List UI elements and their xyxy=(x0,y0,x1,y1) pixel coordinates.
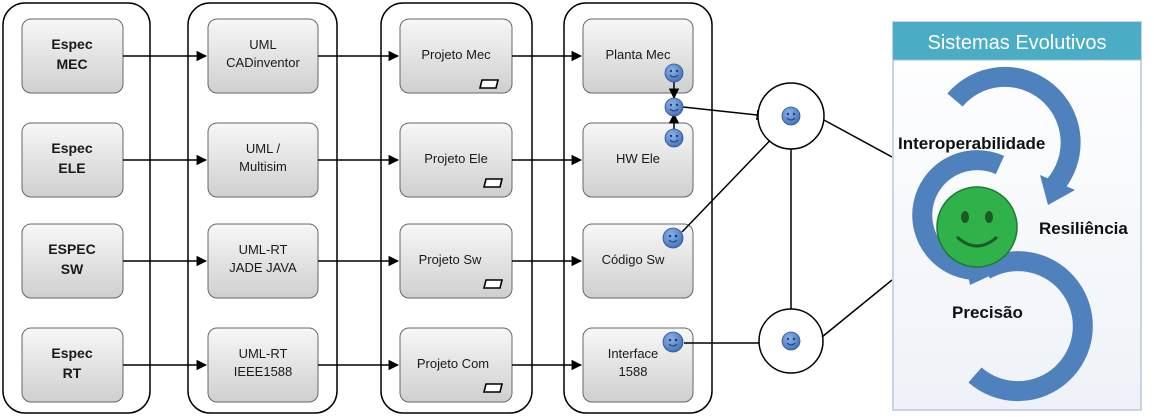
document-icon xyxy=(482,383,504,393)
tool-box-umlrt-ieee: UML-RT IEEE1588 xyxy=(207,327,319,403)
spec-box-line1: Espec xyxy=(51,36,92,52)
tool-box-line1: UML / xyxy=(246,141,281,156)
project-box-sw: Projeto Sw xyxy=(399,223,513,299)
node-bottom xyxy=(758,308,824,374)
ring-arc-bottom xyxy=(968,251,1093,402)
tool-box-line1: UML-RT xyxy=(239,242,288,257)
connector-top xyxy=(823,119,893,158)
smiley-icon xyxy=(664,97,684,117)
smiley-icon xyxy=(662,227,684,249)
tool-boxes: UML CADinventor UML / Multisim UML-RT JA… xyxy=(207,18,319,403)
spec-box-line2: RT xyxy=(63,365,82,381)
document-icon xyxy=(478,79,500,89)
ring-arrowhead-top xyxy=(1040,175,1075,205)
panel-title: Sistemas Evolutivos xyxy=(928,32,1107,54)
spec-box-line1: ESPEC xyxy=(48,241,95,257)
project-box-label: Projeto Mec xyxy=(421,47,491,62)
spec-box-sw: ESPEC SW xyxy=(21,223,124,299)
label-resilience: Resiliência xyxy=(1039,219,1128,238)
smiley-icon xyxy=(664,128,684,148)
spec-box-line2: MEC xyxy=(56,56,87,72)
smiley-icon xyxy=(781,106,801,126)
aggregate-nodes xyxy=(757,82,893,374)
flow-arrows xyxy=(123,50,797,371)
arrow-sw-to-node-top xyxy=(681,126,784,233)
panel-title-bar xyxy=(893,22,1141,60)
spec-box-line2: SW xyxy=(61,261,84,277)
node-top xyxy=(757,82,825,150)
spec-box-line1: Espec xyxy=(51,345,92,361)
tool-box-line2: CADinventor xyxy=(226,55,300,70)
tool-box-line2: JADE JAVA xyxy=(229,260,297,275)
spec-box-line2: ELE xyxy=(58,160,85,176)
project-box-label: Projeto Sw xyxy=(419,252,482,267)
document-icon xyxy=(482,178,504,188)
tool-box-umlrt-jade: UML-RT JADE JAVA xyxy=(207,223,319,299)
spec-box-line1: Espec xyxy=(51,140,92,156)
ring-arc-middle xyxy=(912,150,1005,281)
tool-box-line2: Multisim xyxy=(239,159,287,174)
spec-box-rt: Espec RT xyxy=(21,327,124,403)
project-box-com: Projeto Com xyxy=(399,327,513,403)
output-box-line2: 1588 xyxy=(619,364,648,379)
project-box-label: Projeto Com xyxy=(417,356,489,371)
document-icon xyxy=(482,279,504,289)
column-projects xyxy=(380,2,533,414)
connector-bottom xyxy=(821,279,893,338)
project-box-ele: Projeto Ele xyxy=(399,122,513,198)
arrow-link-to-node-top xyxy=(682,106,768,121)
column-tools xyxy=(187,2,338,414)
smileys xyxy=(662,63,684,353)
smiley-icon xyxy=(662,331,684,353)
column-containers xyxy=(2,2,713,414)
ring-arc-top xyxy=(947,66,1081,192)
tool-box-uml-multisim: UML / Multisim xyxy=(207,122,319,198)
output-box-line1: HW Ele xyxy=(616,151,660,166)
project-boxes: Projeto Mec Projeto Ele Projeto Sw Proje… xyxy=(399,18,513,403)
output-box-line1: Planta Mec xyxy=(605,47,671,62)
project-box-label: Projeto Ele xyxy=(424,151,488,166)
spec-boxes: Espec MEC Espec ELE ESPEC SW Espec RT xyxy=(21,18,124,403)
tool-box-line2: IEEE1588 xyxy=(234,364,293,379)
project-box-mec: Projeto Mec xyxy=(399,18,513,94)
output-box-line1: Interface xyxy=(608,346,659,361)
label-precision: Precisão xyxy=(952,303,1023,322)
label-interoperability: Interoperabilidade xyxy=(898,134,1045,153)
tool-box-line1: UML-RT xyxy=(239,346,288,361)
column-specs xyxy=(2,2,151,414)
smiley-icon xyxy=(936,186,1018,268)
output-box-line1: Código Sw xyxy=(602,252,665,267)
smiley-icon xyxy=(781,331,801,351)
spec-box-ele: Espec ELE xyxy=(21,122,124,198)
evolutive-systems-panel: Sistemas Evolutivos Interoperabilidade R… xyxy=(892,21,1142,411)
tool-box-line1: UML xyxy=(249,37,276,52)
column-outputs xyxy=(563,2,713,414)
smiley-icon xyxy=(664,63,684,83)
spec-box-mec: Espec MEC xyxy=(21,18,124,94)
tool-box-uml-cad: UML CADinventor xyxy=(207,18,319,94)
